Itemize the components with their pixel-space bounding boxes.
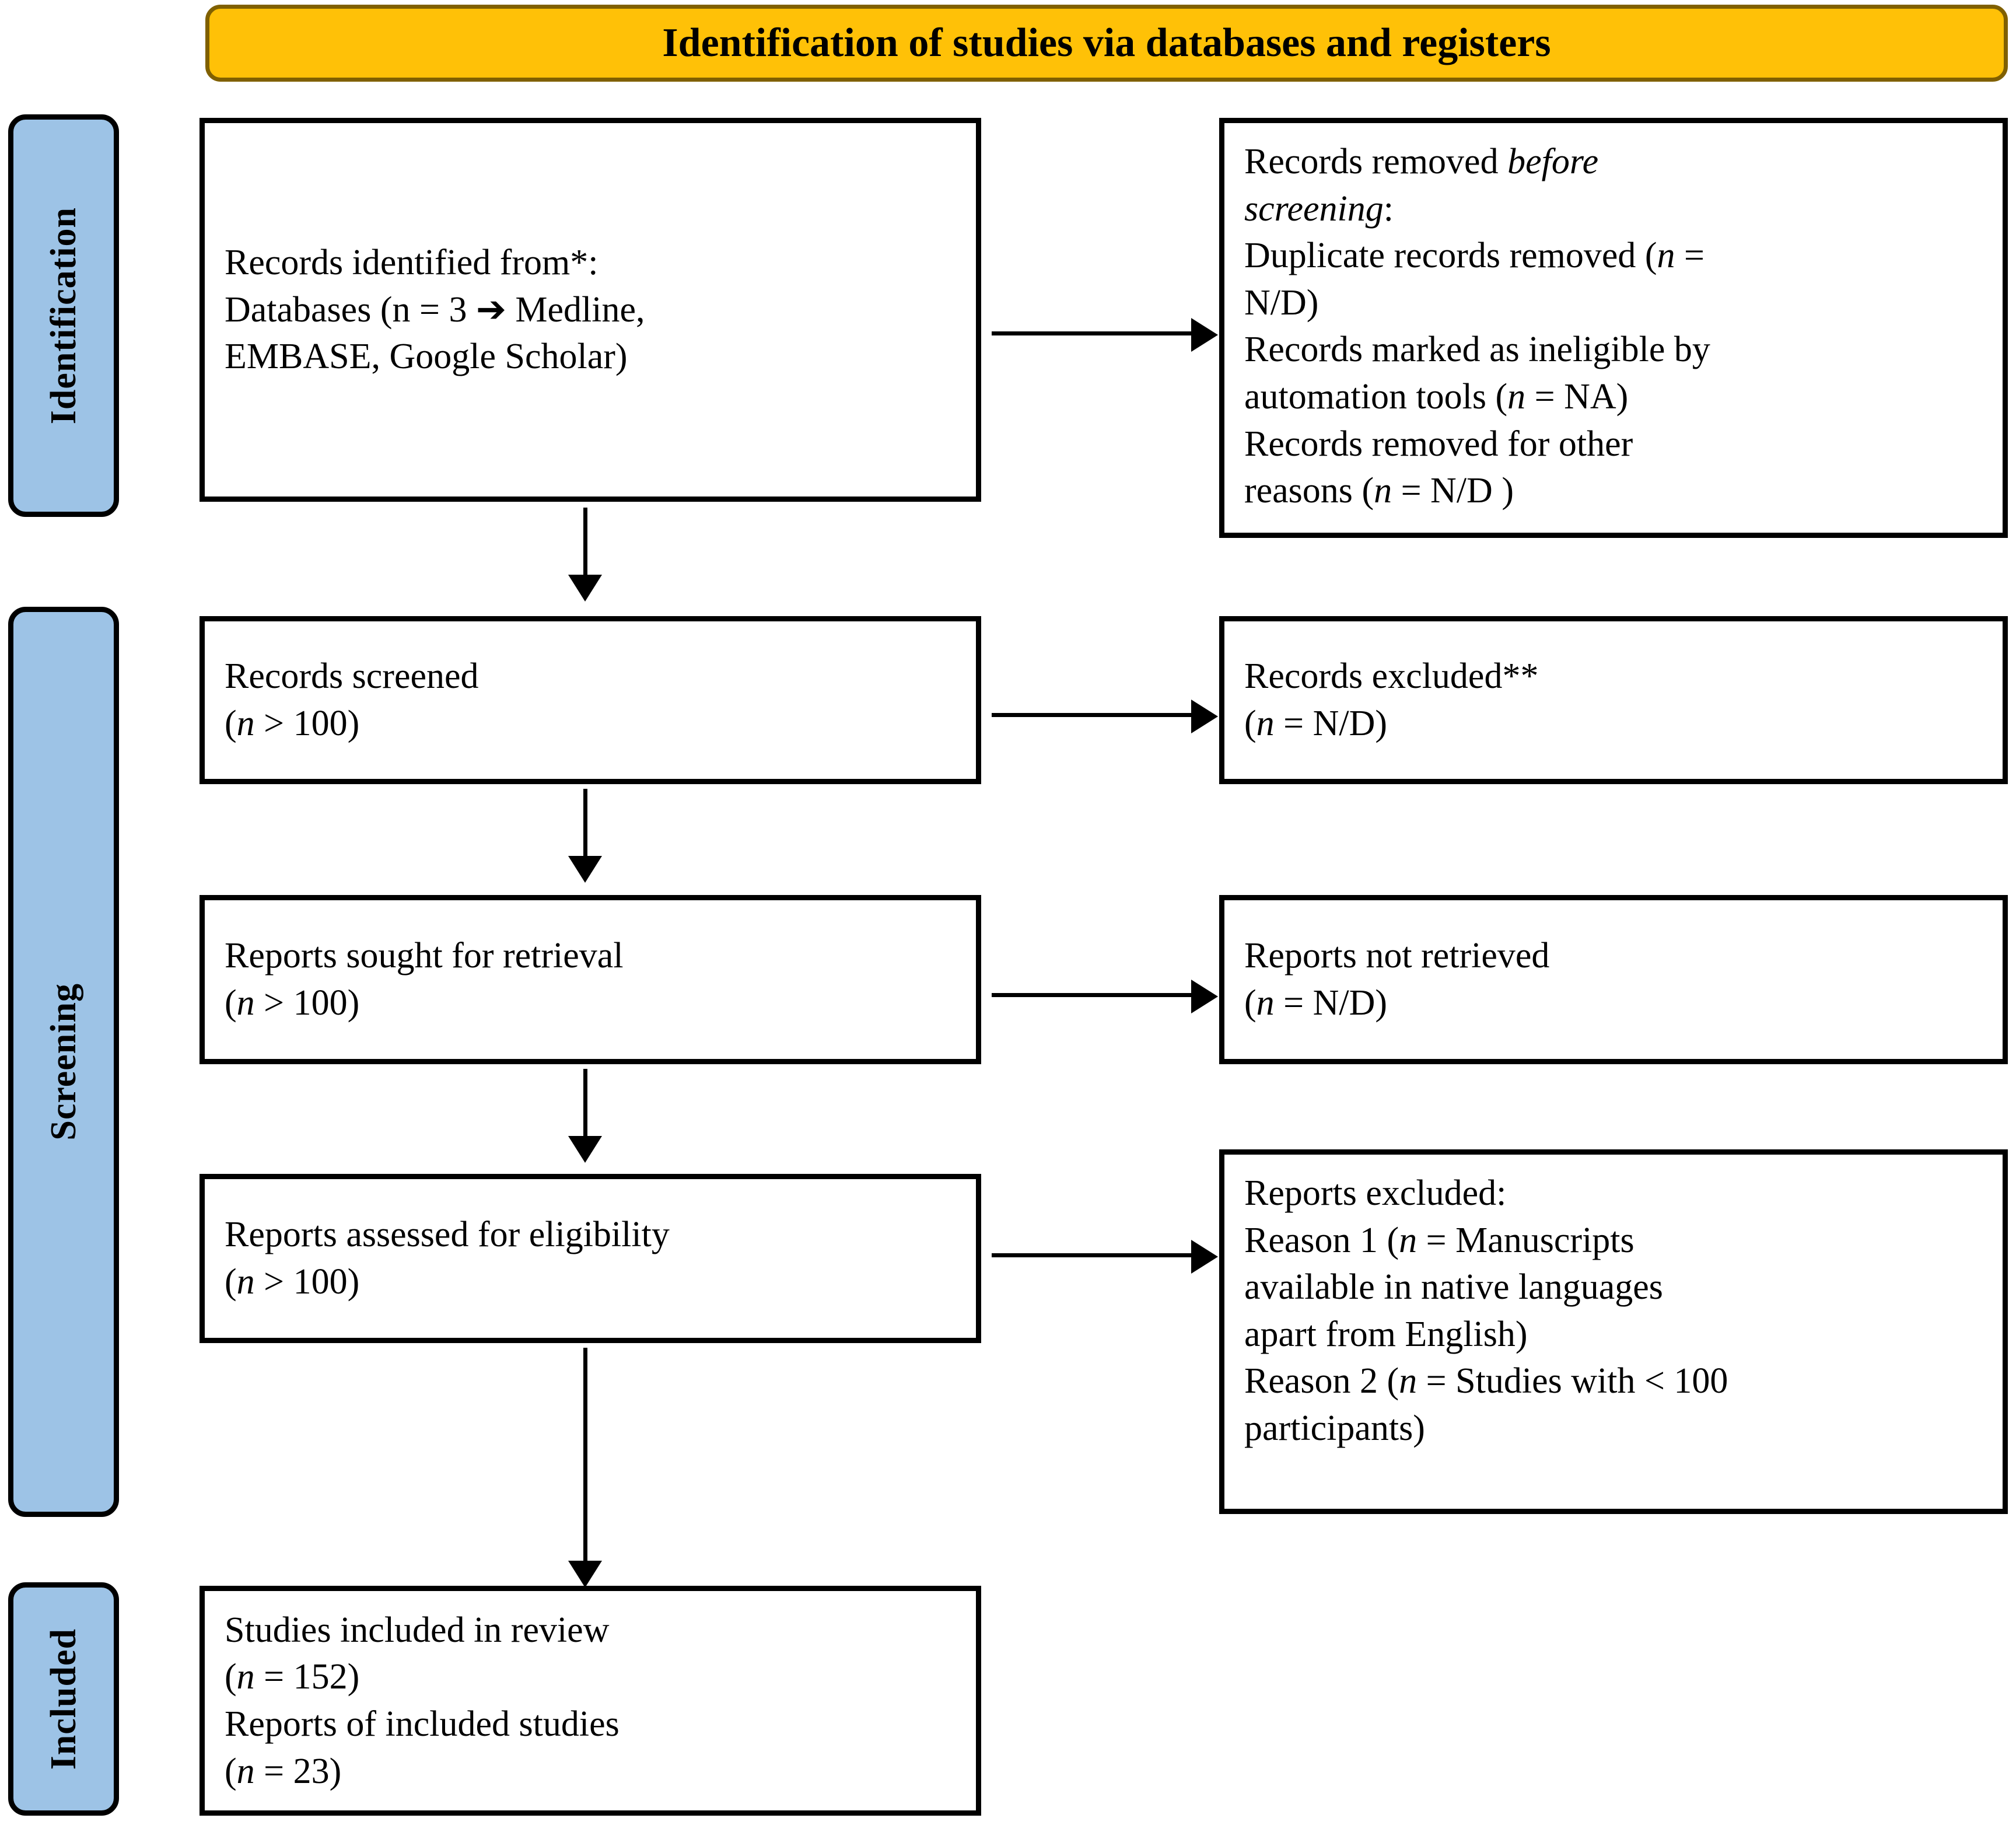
box-studies-included-lines: Studies included in review (n = 152) Repor… [225, 1607, 956, 1795]
box-records-identified: Records identified from*: Databases (n = … [200, 118, 981, 502]
text-line: Databases (n = 3 ➔ Medline, [225, 289, 645, 330]
text-line: reasons (n = N/D ) [1244, 471, 1514, 511]
text-line: Reason 2 (n = Studies with < 100 [1244, 1361, 1728, 1401]
connector-sought-to-assessed [583, 1069, 587, 1139]
text-line: Reason 1 (n = Manuscripts [1244, 1220, 1634, 1260]
box-reports-not-retrieved: Reports not retrieved (n = N/D) [1219, 895, 2008, 1064]
stage-rail-identification-label: Identification [43, 207, 83, 425]
box-reports-sought-lines: Reports sought for retrieval (n > 100) [225, 932, 956, 1026]
text-line: Records removed before [1244, 142, 1599, 181]
text-line: EMBASE, Google Scholar) [225, 337, 628, 377]
connector-identified-to-screened [583, 508, 587, 578]
text-line: Records screened [225, 656, 479, 697]
text-line: Reports excluded: [1244, 1173, 1507, 1213]
box-studies-included-in-review: Studies included in review (n = 152) Repor… [200, 1586, 981, 1816]
text-line: Duplicate records removed (n = [1244, 236, 1704, 276]
connector-sought-to-not-retrieved [992, 993, 1193, 997]
stage-rail-included: Included [8, 1582, 119, 1816]
box-records-removed-before-screening: Records removed before screening: Duplicat… [1219, 118, 2008, 538]
connector-assessed-to-excluded [992, 1253, 1193, 1257]
text-line: (n = 152) [225, 1657, 360, 1697]
text-line: Reports sought for retrieval [225, 936, 624, 976]
text-line: available in native languages [1244, 1267, 1663, 1307]
box-records-screened-lines: Records screened (n > 100) [225, 653, 956, 747]
box-reports-assessed-lines: Reports assessed for eligibility (n > 100… [225, 1211, 956, 1305]
stage-rail-identification: Identification [8, 114, 119, 517]
text-line: Reports assessed for eligibility [225, 1215, 670, 1255]
box-reports-not-retrieved-lines: Reports not retrieved (n = N/D) [1244, 932, 1983, 1026]
text-line: Records identified from*: [225, 243, 598, 283]
text-line: N/D) [1244, 282, 1319, 323]
text-line: (n = N/D) [1244, 704, 1388, 743]
arrowhead-screened-to-sought [568, 856, 602, 883]
text-line: Reports of included studies [225, 1704, 620, 1744]
arrowhead-identified-to-removed [1191, 318, 1218, 352]
arrowhead-assessed-to-included [568, 1561, 602, 1588]
arrowhead-screened-to-excluded [1191, 700, 1218, 733]
box-records-excluded: Records excluded** (n = N/D) [1219, 616, 2008, 784]
diagram-title-banner: Identification of studies via databases … [205, 5, 2008, 82]
box-reports-sought-for-retrieval: Reports sought for retrieval (n > 100) [200, 895, 981, 1064]
text-line: automation tools (n = NA) [1244, 376, 1629, 417]
stage-rail-included-label: Included [43, 1628, 83, 1770]
box-records-removed-lines: Records removed before screening: Duplicat… [1244, 138, 1983, 515]
arrowhead-sought-to-not-retrieved [1191, 980, 1218, 1013]
box-reports-excluded: Reports excluded: Reason 1 (n = Manuscrip… [1219, 1149, 2008, 1514]
text-line: (n > 100) [225, 1262, 360, 1302]
text-line: screening: [1244, 188, 1394, 229]
text-line: (n > 100) [225, 983, 360, 1023]
box-reports-excluded-lines: Reports excluded: Reason 1 (n = Manuscrip… [1244, 1170, 1983, 1452]
text-line: apart from English) [1244, 1314, 1528, 1354]
page-title: Identification of studies via databases … [662, 20, 1551, 65]
connector-assessed-to-included [583, 1348, 587, 1564]
box-reports-assessed-for-eligibility: Reports assessed for eligibility (n > 100… [200, 1174, 981, 1343]
text-line: (n = 23) [225, 1751, 342, 1791]
text-line: Records excluded** [1244, 656, 1539, 697]
arrowhead-sought-to-assessed [568, 1136, 602, 1163]
text-line: Studies included in review [225, 1610, 610, 1650]
box-records-identified-lines: Records identified from*: Databases (n = … [225, 239, 956, 380]
text-line: Records removed for other [1244, 424, 1633, 464]
box-records-excluded-lines: Records excluded** (n = N/D) [1244, 653, 1983, 747]
text-line: (n > 100) [225, 704, 360, 743]
stage-rail-screening: Screening [8, 607, 119, 1517]
text-line: Records marked as ineligible by [1244, 330, 1710, 370]
text-line: Reports not retrieved [1244, 936, 1550, 976]
arrowhead-identified-to-screened [568, 575, 602, 602]
connector-screened-to-excluded [992, 713, 1193, 717]
arrowhead-assessed-to-excluded [1191, 1240, 1218, 1274]
text-line: participants) [1244, 1408, 1425, 1448]
stage-rail-screening-label: Screening [43, 983, 83, 1141]
box-records-screened: Records screened (n > 100) [200, 616, 981, 784]
connector-screened-to-sought [583, 789, 587, 859]
text-line: (n = N/D) [1244, 983, 1388, 1023]
connector-identified-to-removed [992, 331, 1193, 335]
